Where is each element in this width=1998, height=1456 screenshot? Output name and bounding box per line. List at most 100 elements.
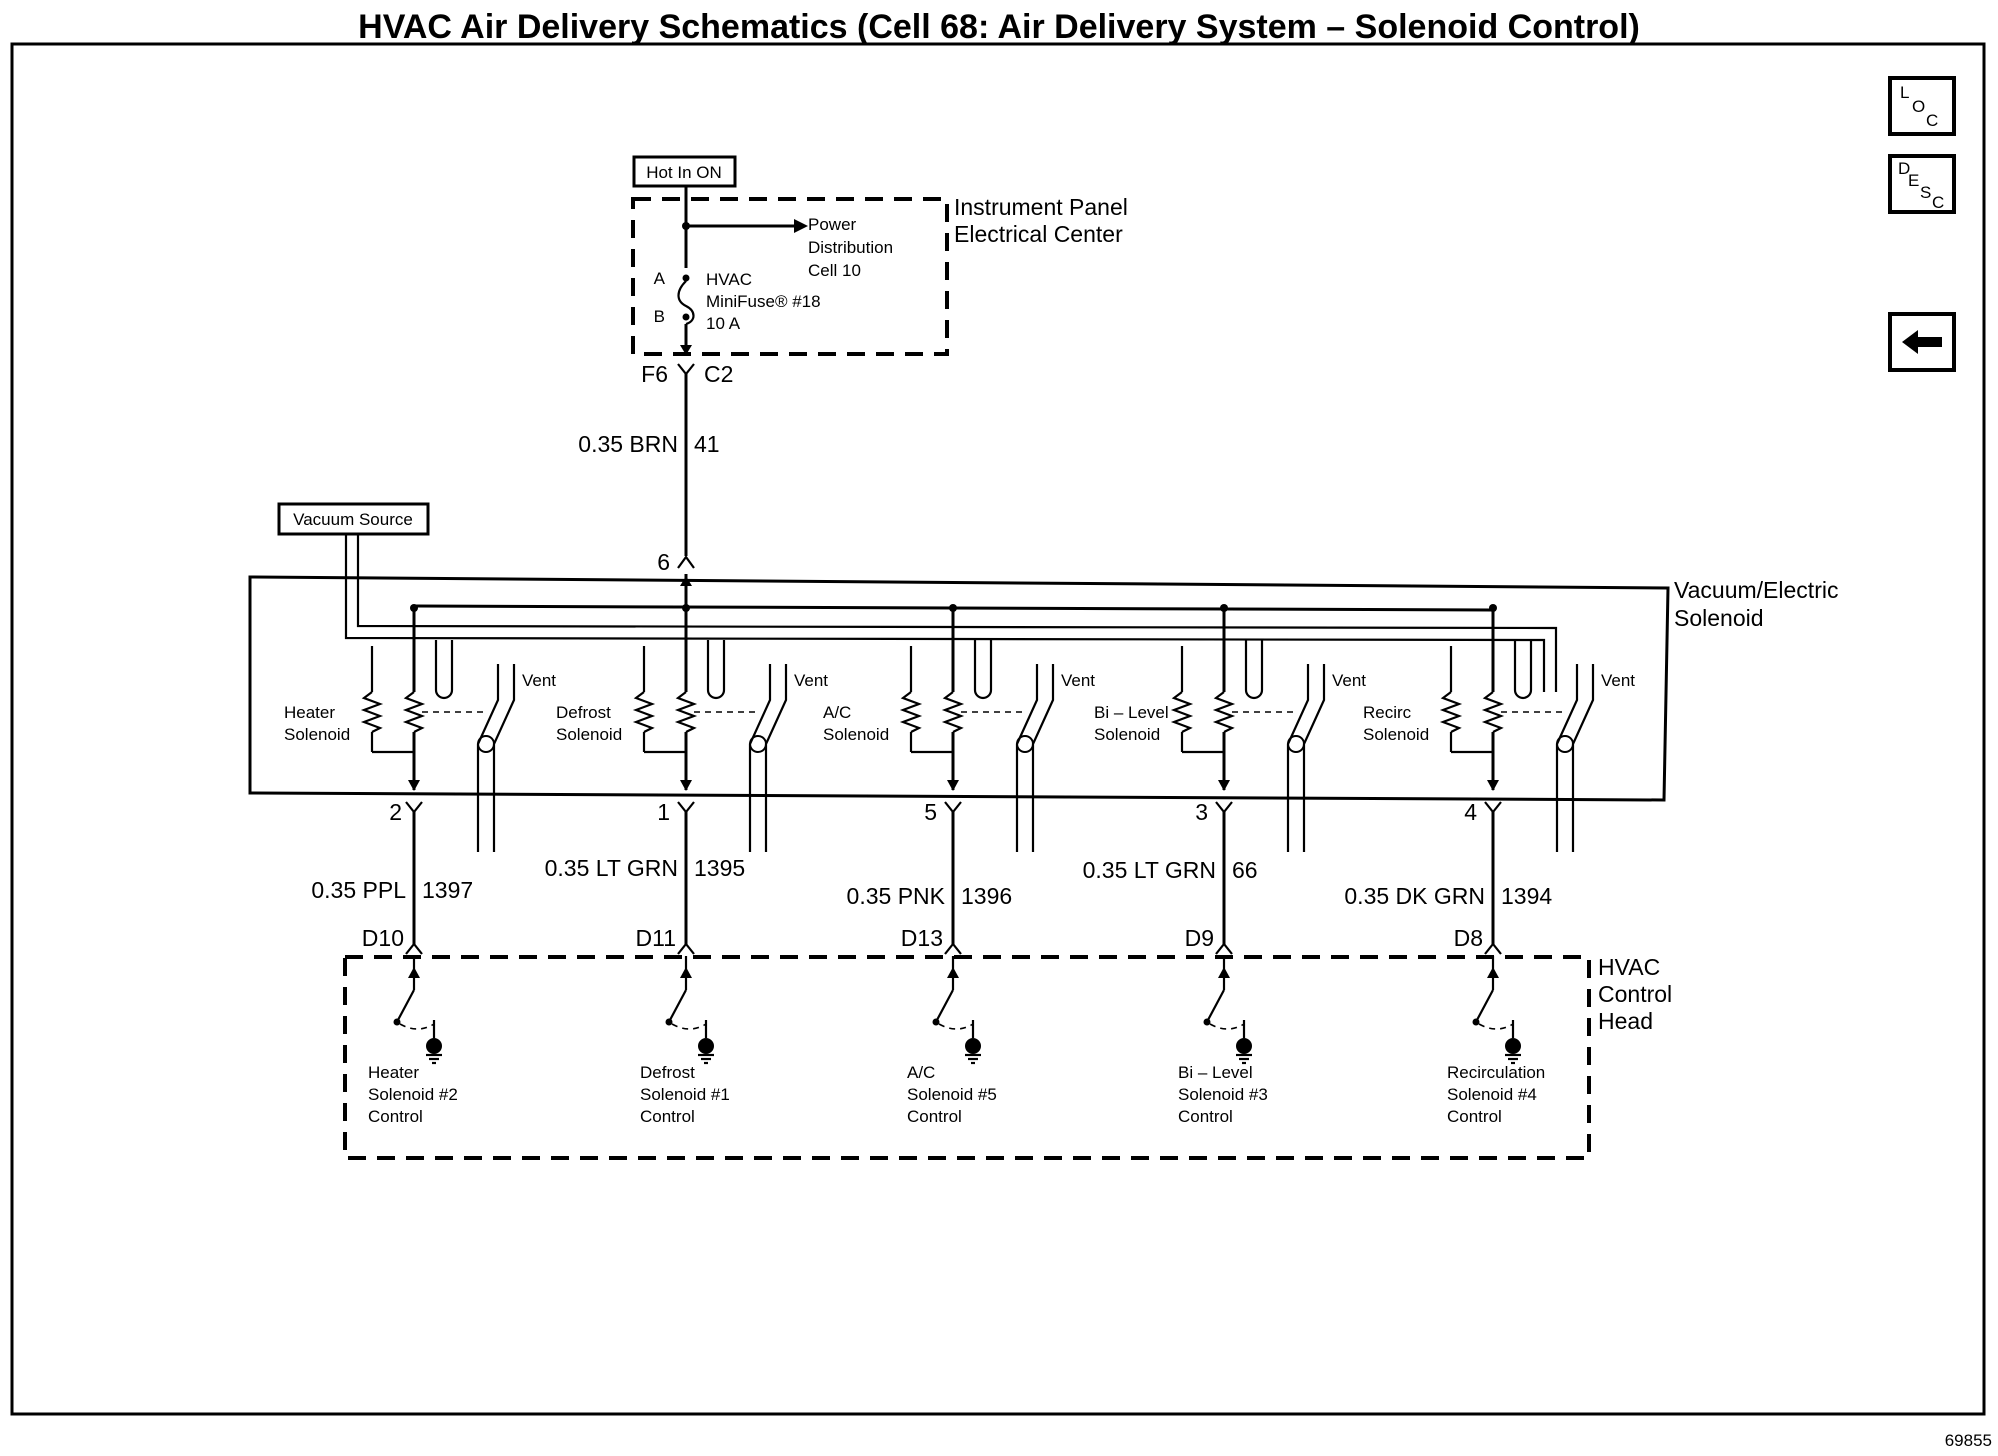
output-connector xyxy=(1484,801,1502,814)
control-label-1: Heater xyxy=(368,1063,419,1082)
arrow-up-icon xyxy=(680,967,692,978)
control-label-1: Bi – Level xyxy=(1178,1063,1253,1082)
solenoid-name-1: Bi – Level xyxy=(1094,703,1169,722)
output-connector xyxy=(677,801,695,814)
solenoid-name-1: Heater xyxy=(284,703,335,722)
fuse-pin-a: A xyxy=(654,269,666,288)
arrow-down-icon xyxy=(408,780,420,791)
head-pin: D11 xyxy=(636,925,677,951)
wire-color: 0.35 PPL xyxy=(311,877,406,903)
svg-text:L: L xyxy=(1900,83,1909,102)
wire-color: 0.35 LT GRN xyxy=(1083,857,1216,883)
arrow-up-icon xyxy=(680,576,692,586)
vacuum-port xyxy=(1513,640,1533,700)
fuse-label-3: 10 A xyxy=(706,314,741,333)
head-pin: D10 xyxy=(362,925,404,951)
fuse-label-2: MiniFuse® #18 xyxy=(706,292,821,311)
control-label-2: Solenoid #2 xyxy=(368,1085,458,1104)
arrow-down-icon xyxy=(1487,780,1499,791)
connector-f6-c2 xyxy=(677,363,695,556)
solenoid-name-2: Solenoid xyxy=(284,725,350,744)
solenoid-pin: 1 xyxy=(657,799,670,825)
coil-symbol xyxy=(1481,691,1505,733)
head-pin: D13 xyxy=(901,925,943,951)
back-button[interactable] xyxy=(1888,312,1956,372)
resistor-symbol xyxy=(632,691,656,733)
arrow-up-icon xyxy=(1487,967,1499,978)
svg-text:C: C xyxy=(1932,193,1944,212)
arrow-down-icon xyxy=(947,780,959,791)
switch-contact xyxy=(936,989,954,1021)
wire-circuit: 1396 xyxy=(961,883,1012,909)
svg-text:S: S xyxy=(1920,183,1931,202)
solenoid-name-2: Solenoid xyxy=(1363,725,1429,744)
solenoid-pin: 4 xyxy=(1464,799,1477,825)
coil-symbol xyxy=(941,691,965,733)
pin6-connector xyxy=(677,555,695,569)
loc-button[interactable]: L O C xyxy=(1888,76,1956,136)
arrow-up-icon xyxy=(408,967,420,978)
wire-color: 0.35 LT GRN xyxy=(545,855,678,881)
control-label-1: Recirculation xyxy=(1447,1063,1545,1082)
output-connector xyxy=(1215,801,1233,814)
vent-valve-left xyxy=(476,664,500,852)
vacuum-port xyxy=(706,640,726,700)
control-label-1: Defrost xyxy=(640,1063,695,1082)
switch-contact xyxy=(1207,989,1225,1021)
head-connector xyxy=(405,942,423,955)
vent-valve-right xyxy=(1302,664,1326,852)
control-label-2: Solenoid #3 xyxy=(1178,1085,1268,1104)
output-connector xyxy=(405,801,423,814)
svg-text:C: C xyxy=(1926,111,1938,130)
head-connector xyxy=(1215,942,1233,955)
arrow-down-icon xyxy=(1218,780,1230,791)
resistor-symbol xyxy=(1170,691,1194,733)
control-label-3: Control xyxy=(640,1107,695,1126)
head-connector xyxy=(944,942,962,955)
vent-label: Vent xyxy=(1061,671,1095,690)
vacuum-header-outer xyxy=(344,534,1546,692)
vacuum-source-box xyxy=(277,502,430,536)
arrow-up-icon xyxy=(947,967,959,978)
vent-valve-left xyxy=(1015,664,1039,852)
wire-color: 0.35 DK GRN xyxy=(1344,883,1485,909)
vent-valve-left xyxy=(1286,664,1310,852)
control-label-2: Solenoid #1 xyxy=(640,1085,730,1104)
pdc-label-3: Cell 10 xyxy=(808,261,861,280)
solenoid-pin: 3 xyxy=(1195,799,1208,825)
ground-icon xyxy=(1505,1038,1521,1054)
head-pin: D9 xyxy=(1185,925,1214,951)
left-arrow-icon xyxy=(1902,330,1942,354)
resistor-symbol xyxy=(1439,691,1463,733)
desc-button[interactable]: D E S C xyxy=(1888,154,1956,214)
solenoid-name-1: Recirc xyxy=(1363,703,1412,722)
vent-label: Vent xyxy=(1601,671,1635,690)
solenoid-pin: 2 xyxy=(389,799,402,825)
vent-valve-right xyxy=(764,664,788,852)
ground-icon xyxy=(1236,1038,1252,1054)
hot-in-on-label: Hot In ON xyxy=(646,163,722,182)
solenoid-assembly-box xyxy=(248,575,1670,802)
vacuum-source-label: Vacuum Source xyxy=(293,510,413,529)
wire-circuit: 66 xyxy=(1232,857,1258,883)
vacuum-header-inner xyxy=(356,534,1558,692)
control-label-3: Control xyxy=(1178,1107,1233,1126)
feed-wire-circuit: 41 xyxy=(694,431,720,457)
wire-circuit: 1395 xyxy=(694,855,745,881)
vacuum-port xyxy=(1244,640,1264,700)
connector-c2: C2 xyxy=(704,361,733,387)
head-pin: D8 xyxy=(1454,925,1483,951)
control-head-title-1: HVAC xyxy=(1598,954,1660,980)
wire-color: 0.35 PNK xyxy=(847,883,946,909)
pdc-label-1: Power xyxy=(808,215,857,234)
feed-wire-color: 0.35 BRN xyxy=(578,431,678,457)
svg-text:D: D xyxy=(1898,159,1910,178)
arrow-right-icon xyxy=(794,219,808,233)
switch-contact xyxy=(669,989,687,1021)
control-head-title-3: Head xyxy=(1598,1008,1653,1034)
vent-label: Vent xyxy=(1332,671,1366,690)
